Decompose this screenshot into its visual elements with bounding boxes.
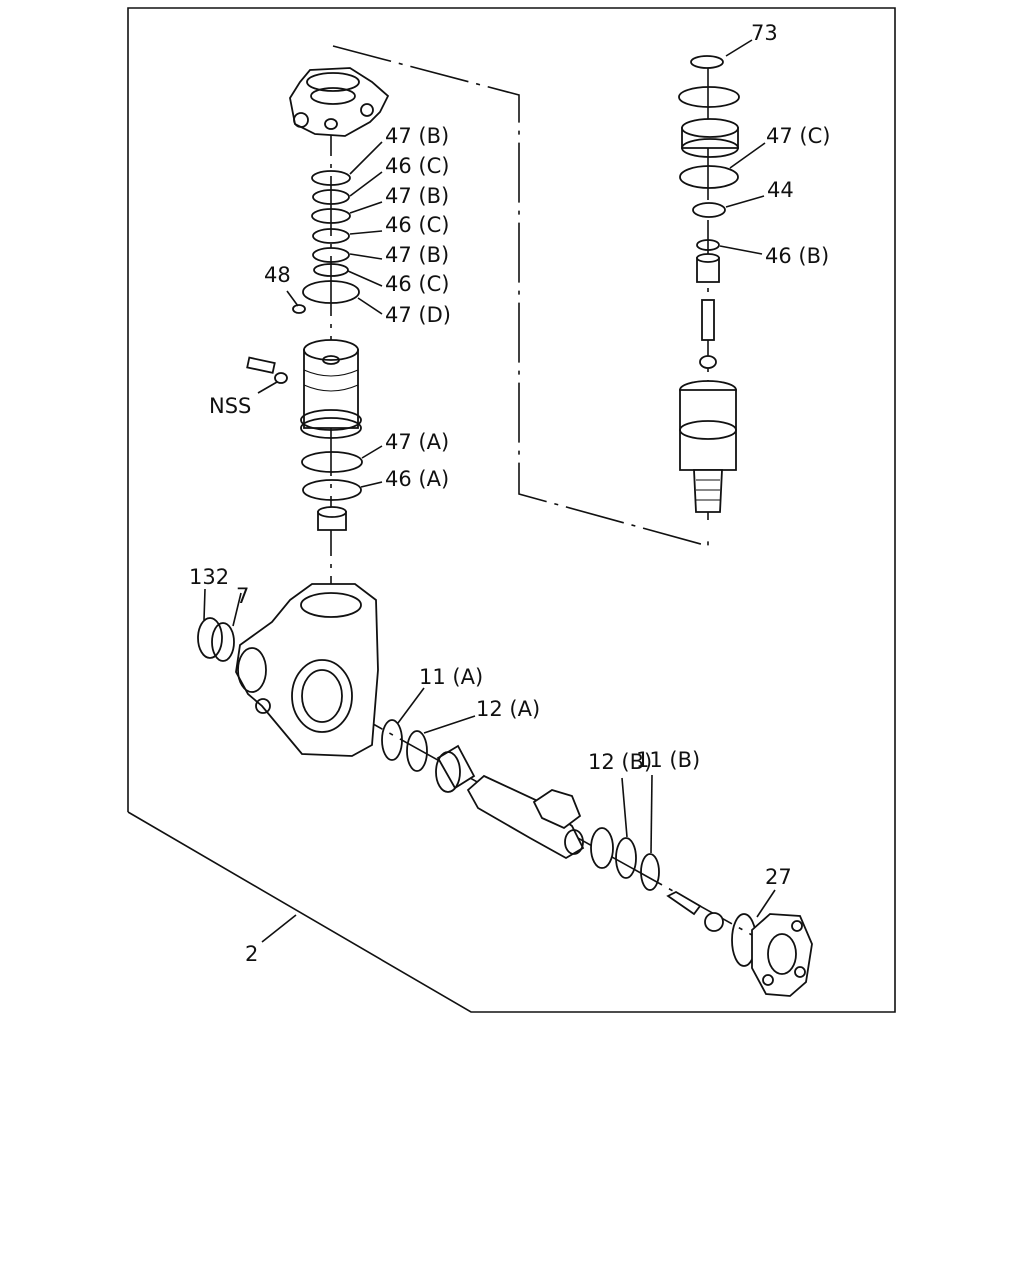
label-47c-right: 47 (C) [766,124,830,148]
bearing-44 [692,202,726,218]
label-46b: 46 (B) [765,244,829,268]
label-47d: 47 (D) [385,303,451,327]
label-12a: 12 (A) [476,697,540,721]
label-47b-2: 47 (B) [385,184,449,208]
valve-body [679,380,737,513]
ring-12b [615,837,637,879]
ring-46c-2 [312,228,350,244]
ring-7 [211,622,235,662]
label-132: 132 [189,565,229,589]
ring-47c [679,165,739,189]
top-cover-housing [289,67,390,137]
assembly-boundary [127,7,896,1013]
label-7: 7 [236,584,249,608]
label-48: 48 [264,263,291,287]
ring-47b-2 [311,208,351,224]
label-73: 73 [751,21,778,45]
ring-47a [301,451,363,473]
label-nss: NSS [209,394,251,418]
ring-47b-1 [311,170,351,186]
label-47a: 47 (A) [385,430,449,454]
guide-line-upper [332,45,709,548]
seal-132 [197,617,223,659]
adjuster-screw [666,890,724,932]
ring-11b [640,853,660,891]
ring-46c-1 [312,189,350,205]
label-46c-1: 46 (C) [385,154,449,178]
washer-48 [292,304,306,314]
valve-sleeve [696,253,720,283]
ring-12a [406,730,428,772]
bolt-nss [246,356,288,384]
label-11b: 11 (B) [636,748,700,772]
piston-rack-body [300,339,362,439]
leader-lines [203,39,776,943]
snap-ring-top [678,86,740,108]
label-46a: 46 (A) [385,467,449,491]
input-shaft [701,299,715,341]
label-47b-3: 47 (B) [385,243,449,267]
label-27: 27 [765,865,792,889]
ring-46b [696,239,720,251]
end-cover [731,913,813,997]
needle-bearing [435,744,476,793]
label-12b: 12 (B) [588,750,652,774]
valve-cap [681,118,739,158]
pinion-shaft [466,774,585,860]
ring-47b-3 [312,247,350,263]
label-46c-3: 46 (C) [385,272,449,296]
washer-73 [690,55,724,69]
ring-47d [302,280,360,304]
bearing-2 [590,827,614,869]
label-2: 2 [245,942,258,966]
ring-11a [381,719,403,761]
small-nut [699,355,717,369]
label-47b-1: 47 (B) [385,124,449,148]
label-44: 44 [767,178,794,202]
label-46c-2: 46 (C) [385,213,449,237]
adjuster-nut [317,506,347,531]
gear-housing [235,583,379,757]
label-11a: 11 (A) [419,665,483,689]
ring-46a [302,479,362,501]
ring-46c-3 [313,263,349,277]
